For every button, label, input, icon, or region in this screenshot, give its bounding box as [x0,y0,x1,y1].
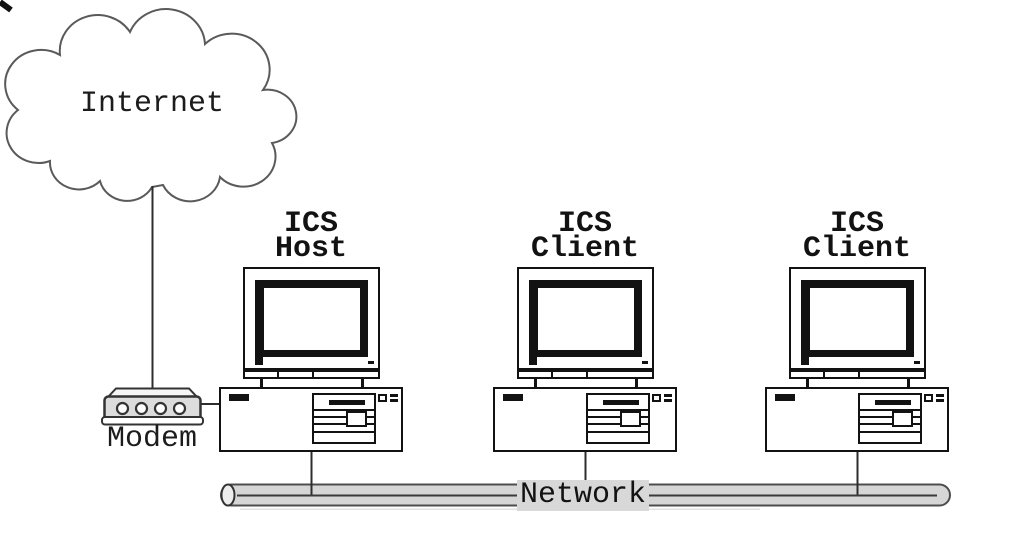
stand-leg [361,379,364,388]
computer-case [493,387,677,452]
eject-button [892,411,913,427]
ics-client-1-label-line1: ICS [557,207,612,241]
network-label: Network [517,480,649,511]
modem-label: Modem [106,422,197,456]
monitor-stand [243,370,380,379]
ics-client-2-label-line1: ICS [829,207,884,241]
pipe-shadow [240,508,760,510]
crt-frame [529,280,642,365]
stand-leg [260,379,263,388]
floppy-slot [603,400,639,405]
case-badge [775,394,795,401]
monitor-power-led [642,361,648,364]
computer-ics-client-1: ICS Client [493,200,677,452]
case-vent [664,399,672,402]
internet-label: Internet [79,87,225,121]
ics-client-1-label: ICS Client [493,207,677,266]
stand-leg [806,379,809,388]
eject-button [346,411,367,427]
monitor-stand [517,370,654,379]
crt-screen [264,288,360,350]
monitor-power-led [368,361,374,364]
modem-led-1 [115,401,130,416]
case-badge [229,394,249,401]
ics-host-label-line2: Host [274,232,347,266]
ics-host-label-line1: ICS [283,207,338,241]
case-vent [390,399,398,402]
case-badge [503,394,523,401]
floppy-slot [329,400,365,405]
drive-bay-panel [312,393,376,444]
monitor-icon [517,267,654,370]
ics-host-label: ICS Host [219,207,403,266]
stand-leg [534,379,537,388]
modem-icon [101,387,204,426]
modem-led-2 [134,401,149,416]
drive-bay-panel [858,393,922,444]
computer-case [765,387,949,452]
case-vent [664,394,672,397]
crt-corner-tab [801,357,809,365]
computer-ics-client-2: ICS Client [765,200,949,452]
power-button [652,394,661,402]
pipe-left-cap [220,483,236,507]
modem-led-3 [153,401,168,416]
crt-corner-tab [529,357,537,365]
power-button [378,394,387,402]
monitor-icon [789,267,926,370]
computer-ics-host: ICS Host [219,200,403,452]
case-vent [390,394,398,397]
stand-leg [907,379,910,388]
ics-client-2-label: ICS Client [765,207,949,266]
case-vent [936,399,944,402]
monitor-stand [789,370,926,379]
monitor-power-led [914,361,920,364]
drive-bay-panel [586,393,650,444]
scan-artifact-mark [0,0,13,13]
stand-leg [635,379,638,388]
case-vent [936,394,944,397]
power-button [924,394,933,402]
computer-case [219,387,403,452]
ics-client-2-label-line2: Client [802,232,912,266]
modem-base [101,416,204,426]
modem-led-4 [172,401,187,416]
cloud-icon [4,8,298,203]
crt-frame [801,280,914,365]
monitor-icon [243,267,380,370]
crt-corner-tab [255,357,263,365]
crt-screen [810,288,906,350]
floppy-slot [875,400,911,405]
crt-frame [255,280,368,365]
eject-button [620,411,641,427]
crt-screen [538,288,634,350]
ics-client-1-label-line2: Client [530,232,640,266]
